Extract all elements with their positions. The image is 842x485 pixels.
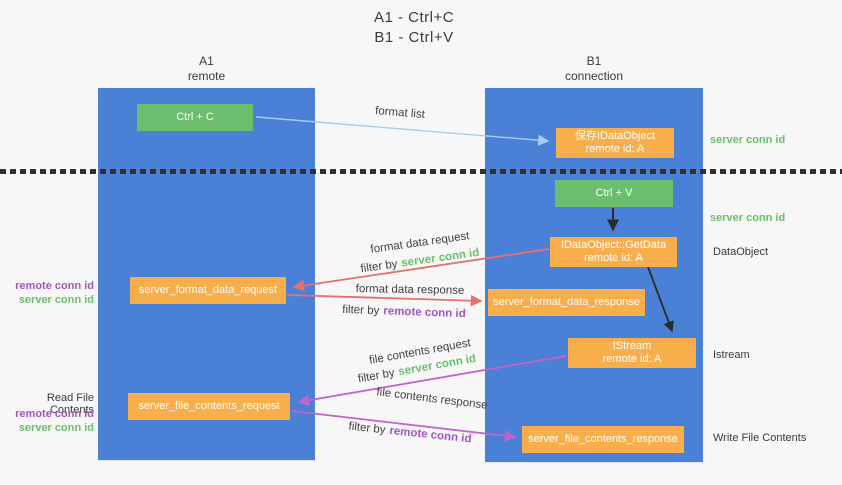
lane-b1-title: B1: [586, 54, 602, 68]
server-format-data-response-label: server_format_data_response: [493, 296, 640, 308]
node-server-format-data-request: server_format_data_request: [130, 277, 286, 304]
server-file-contents-response-label: server_file_contents_response: [528, 433, 678, 445]
lane-header-b1: B1 connection: [485, 54, 703, 84]
node-server-format-data-response: server_format_data_response: [488, 289, 645, 316]
lane-a1-title: A1: [199, 54, 214, 68]
format-data-response-label: format data response: [355, 283, 465, 297]
format-list-arrow: [255, 116, 550, 146]
left-server-conn-id-2: server conn id: [18, 422, 94, 434]
node-ctrl-c: Ctrl + C: [137, 104, 253, 131]
ctrl-c-label: Ctrl + C: [176, 111, 214, 123]
server-file-contents-request-label: server_file_contents_request: [138, 400, 280, 412]
istream-line1: IStream: [612, 340, 652, 352]
lane-a1-subtitle: remote: [187, 69, 226, 83]
title-line-2: B1 - Ctrl+V: [374, 29, 454, 46]
left-read-file-contents-label: Read File Contents: [46, 392, 94, 416]
format-data-response-arrow: [286, 294, 483, 307]
getdata-to-istream-arrow: [647, 266, 674, 333]
format-data-request-arrow: [292, 248, 550, 292]
right-server-conn-id-1: server conn id: [710, 134, 786, 146]
getdata-line1: IDataObject::GetData: [560, 239, 667, 251]
right-server-conn-id-2: server conn id: [710, 212, 786, 224]
node-idataobject-getdata: IDataObject::GetData remote id: A: [550, 237, 677, 267]
filter-by-text: filter by: [342, 303, 380, 318]
dotted-separator-line: [0, 169, 842, 174]
right-write-file-contents-label: Write File Contents: [713, 432, 807, 444]
right-dataobject-label: DataObject: [713, 246, 769, 258]
title-line-1: A1 - Ctrl+C: [373, 9, 455, 26]
left-remote-conn-id-2: remote conn id: [15, 408, 94, 420]
file-contents-request-arrow: [297, 355, 567, 407]
right-istream-label: Istream: [713, 349, 750, 361]
istream-line2: remote id: A: [602, 353, 662, 365]
node-ctrl-v: Ctrl + V: [555, 180, 673, 207]
server-format-data-request-label: server_format_data_request: [138, 284, 278, 296]
node-save-idataobject: 保存IDataObject remote id: A: [556, 128, 674, 158]
save-idataobject-line2: remote id: A: [585, 143, 645, 155]
diagram-title: A1 - Ctrl+C B1 - Ctrl+V: [284, 8, 544, 48]
ctrl-v-label: Ctrl + V: [595, 187, 633, 199]
left-server-conn-id-1: server conn id: [18, 294, 94, 306]
getdata-line2: remote id: A: [584, 252, 643, 264]
left-remote-conn-id-1: remote conn id: [15, 280, 94, 292]
lane-b1-subtitle: connection: [564, 69, 624, 83]
file-contents-response-arrow: [291, 410, 517, 442]
node-istream: IStream remote id: A: [568, 338, 696, 368]
node-server-file-contents-request: server_file_contents_request: [128, 393, 290, 420]
lane-header-a1: A1 remote: [98, 54, 315, 84]
node-server-file-contents-response: server_file_contents_response: [522, 426, 684, 453]
save-idataobject-line1: 保存IDataObject: [574, 130, 656, 142]
